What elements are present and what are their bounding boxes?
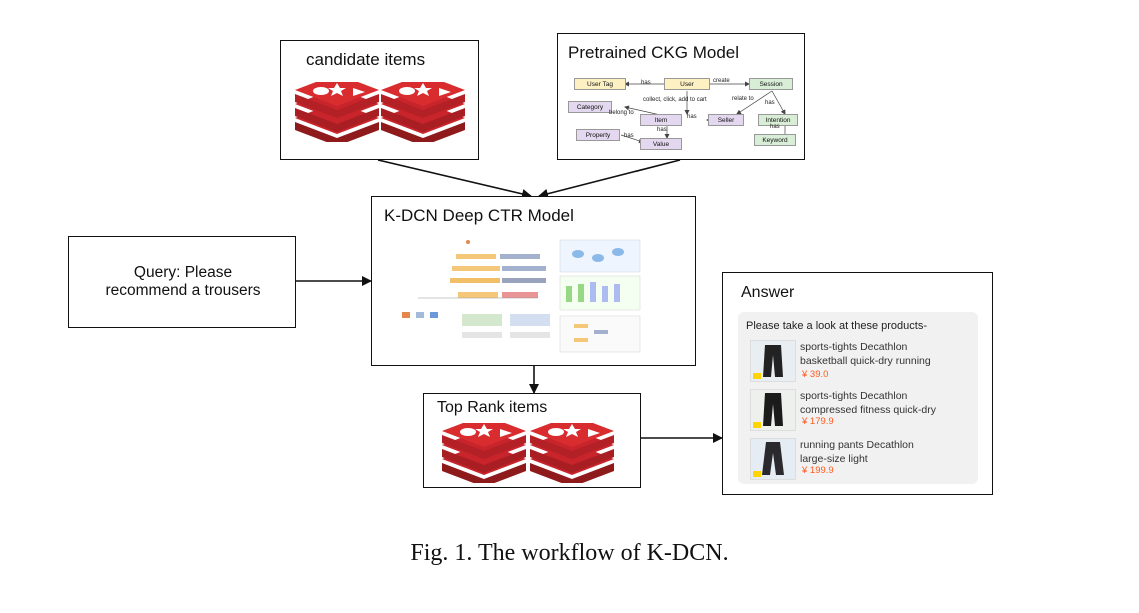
- redis-icon: [381, 82, 465, 142]
- query-line-2: recommend a trousers: [105, 282, 261, 299]
- product-name-line-1: sports-tights Decathlon: [800, 390, 908, 402]
- product-price: ¥ 179.9: [802, 416, 834, 427]
- answer-title: Answer: [741, 284, 795, 301]
- query-line-1: Query: Please: [133, 264, 233, 281]
- ckg-edge-has: has: [765, 100, 775, 106]
- ckg-edge-has: has: [770, 124, 780, 130]
- ckg-edge-belong: belong to: [609, 110, 634, 116]
- ckg-edge-has: has: [641, 80, 651, 86]
- product-item[interactable]: sports-tights Decathlon basketball quick…: [750, 340, 980, 382]
- redis-icon: [295, 82, 379, 142]
- ckg-node-user-tag: User Tag: [574, 78, 626, 90]
- ckg-node-property: Property: [576, 129, 620, 141]
- ckg-edge-has: has: [624, 133, 634, 139]
- ckg-edge-relate: relate to: [732, 96, 754, 102]
- query-box: [68, 236, 296, 328]
- top-rank-redis-icons: [442, 423, 614, 483]
- candidate-redis-icons: [295, 82, 465, 142]
- product-thumbnail-trousers: [750, 389, 796, 431]
- ckg-model-title: Pretrained CKG Model: [568, 43, 740, 62]
- ckg-edge-has: has: [657, 127, 667, 133]
- ckg-node-intention: Intention: [758, 114, 798, 126]
- ckg-node-item: Item: [640, 114, 682, 126]
- ckg-edge-create: create: [713, 78, 730, 84]
- product-name-line-1: running pants Decathlon: [800, 439, 914, 451]
- product-name: sports-tights Decathlon basketball quick…: [800, 340, 980, 368]
- product-name-line-2: compressed fitness quick-dry: [800, 404, 936, 416]
- query-text: Query: Please recommend a trousers: [68, 264, 298, 300]
- product-name: sports-tights Decathlon compressed fitne…: [800, 389, 980, 417]
- product-price: ¥ 39.0: [802, 369, 829, 380]
- product-price: ¥ 199.9: [802, 465, 834, 476]
- top-rank-items-title: Top Rank items: [437, 399, 548, 416]
- ckg-node-user: User: [664, 78, 710, 90]
- product-name-line-2: basketball quick-dry running: [800, 355, 931, 367]
- product-item[interactable]: running pants Decathlon large-size light…: [750, 438, 980, 480]
- candidate-items-title: candidate items: [306, 50, 426, 69]
- ckg-node-value: Value: [640, 138, 682, 150]
- product-thumbnail-trousers: [750, 340, 796, 382]
- kdcn-model-title: K-DCN Deep CTR Model: [384, 206, 574, 225]
- figure-caption: Fig. 1. The workflow of K-DCN.: [410, 540, 729, 566]
- product-name: running pants Decathlon large-size light: [800, 438, 980, 466]
- redis-icon: [530, 423, 614, 483]
- kdcn-architecture-thumbnail: [402, 239, 641, 353]
- product-name-line-2: large-size light: [800, 453, 868, 465]
- product-name-line-1: sports-tights Decathlon: [800, 341, 908, 353]
- ckg-node-seller: Seller: [708, 114, 744, 126]
- arrow-ckg-to-kdcn: [538, 159, 681, 199]
- ckg-node-keyword: Keyword: [754, 134, 796, 146]
- ckg-node-category: Category: [568, 101, 612, 113]
- product-thumbnail-trousers: [750, 438, 796, 480]
- ckg-edge-has: has: [687, 114, 697, 120]
- answer-intro: Please take a look at these products-: [746, 320, 927, 332]
- arrow-candidate-to-kdcn: [377, 159, 532, 199]
- product-item[interactable]: sports-tights Decathlon compressed fitne…: [750, 389, 980, 431]
- ckg-edge-collect: collect, click, add to cart: [643, 97, 707, 103]
- redis-icon: [442, 423, 526, 483]
- ckg-node-session: Session: [749, 78, 793, 90]
